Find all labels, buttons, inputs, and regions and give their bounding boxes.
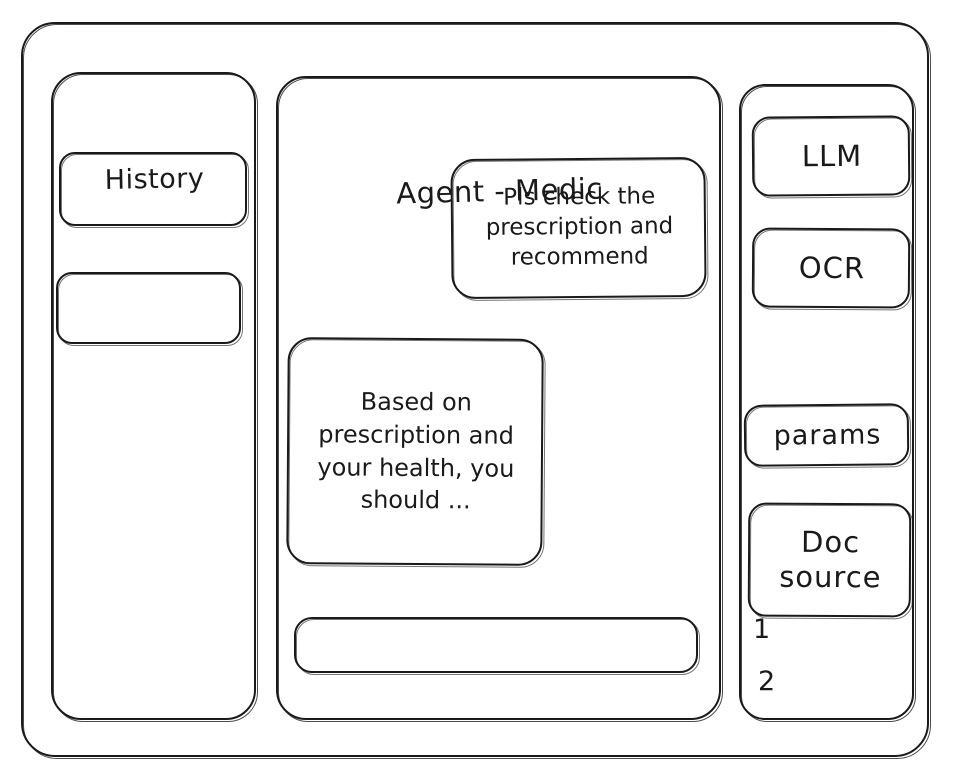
doc-source-label-line-2: source [779, 559, 882, 595]
tool-button-params-label: params [773, 418, 882, 452]
tool-button-doc-source[interactable]: Doc source [749, 503, 913, 618]
tool-button-params[interactable]: params [745, 403, 911, 467]
chat-bubble-agent: Based on prescription and your health, y… [287, 337, 545, 566]
history-item-2[interactable] [56, 272, 243, 346]
doc-source-reference-2[interactable]: 2 [758, 666, 776, 697]
history-item-1[interactable] [59, 152, 249, 228]
chat-bubble-agent-text: Based on prescription and your health, y… [317, 387, 515, 515]
tool-button-llm-label: LLM [801, 138, 863, 174]
tool-button-llm[interactable]: LLM [753, 115, 912, 196]
chat-bubble-user-text: Pls check the prescription and recommend [485, 183, 674, 271]
doc-source-reference-1[interactable]: 1 [753, 614, 771, 645]
message-input[interactable] [294, 617, 700, 675]
chat-bubble-user: Pls check the prescription and recommend [451, 157, 707, 299]
doc-source-label-line-1: Doc [800, 524, 861, 559]
tool-button-ocr-label: OCR [798, 250, 866, 286]
tool-button-ocr[interactable]: OCR [753, 227, 912, 308]
